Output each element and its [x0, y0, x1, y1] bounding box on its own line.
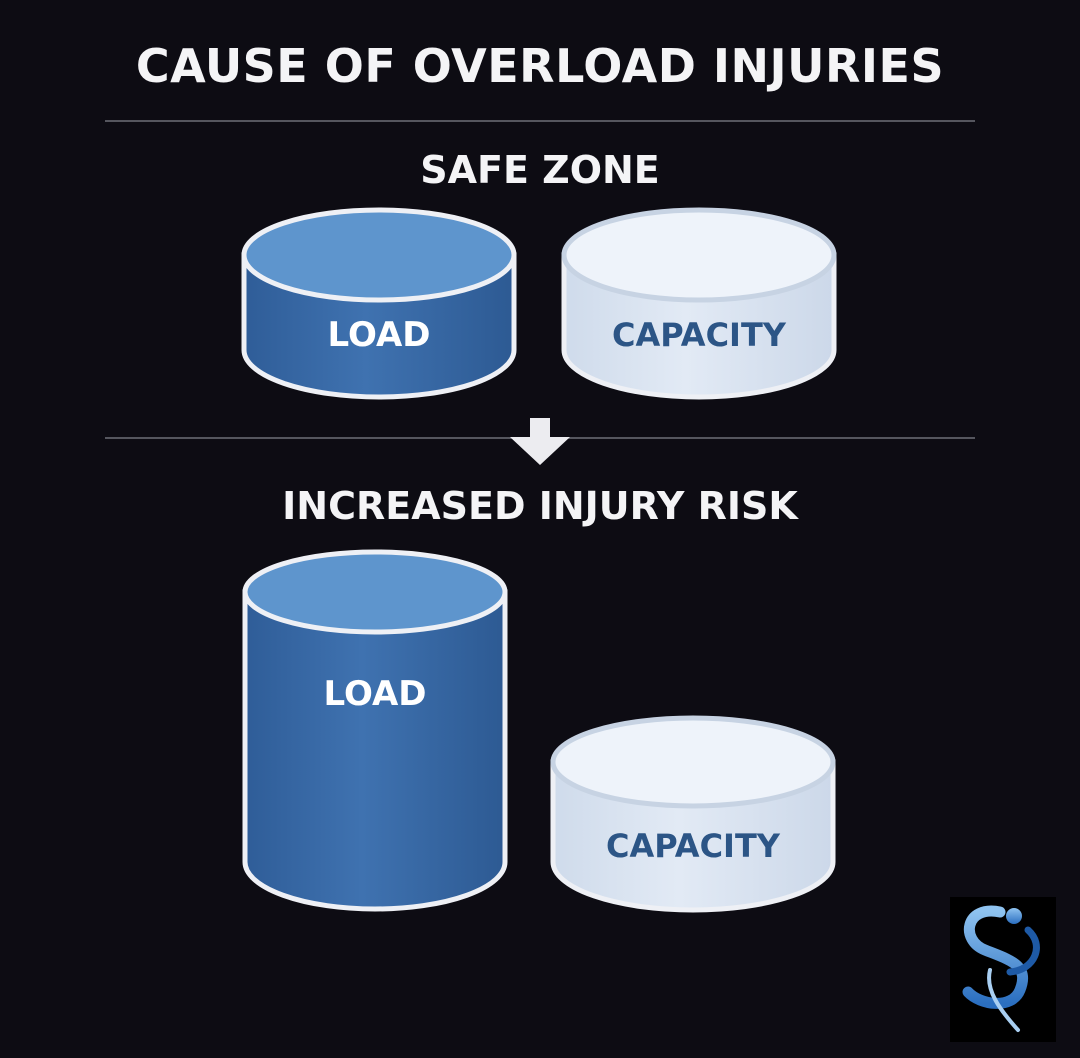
- safe-capacity-label: CAPACITY: [612, 316, 787, 354]
- safe-capacity-cylinder: CAPACITY: [561, 207, 837, 400]
- risk-load-label: LOAD: [324, 674, 427, 714]
- risk-load-cylinder: LOAD: [242, 549, 508, 912]
- safe-load-cylinder: LOAD: [241, 207, 517, 400]
- page-title: CAUSE OF OVERLOAD INJURIES: [135, 39, 945, 93]
- risk-capacity-label: CAPACITY: [606, 827, 781, 865]
- safe-load-label: LOAD: [328, 315, 431, 355]
- safe-zone-heading: SAFE ZONE: [420, 148, 660, 192]
- arrow-down-icon: [510, 418, 570, 465]
- risk-capacity-cylinder: CAPACITY: [550, 715, 836, 913]
- top-divider: [105, 120, 975, 122]
- risk-heading: INCREASED INJURY RISK: [282, 484, 798, 528]
- brand-logo-icon: [950, 897, 1056, 1042]
